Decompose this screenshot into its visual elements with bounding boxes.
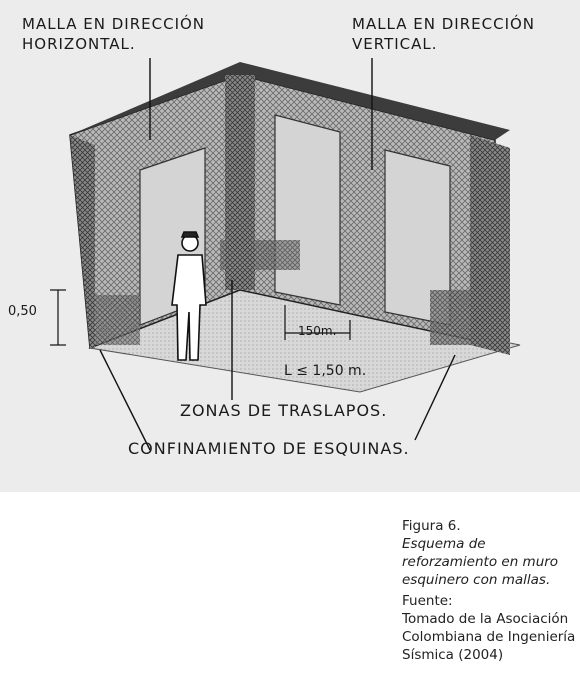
right-wall xyxy=(239,74,510,355)
height-dimension-label: 0,50 xyxy=(8,304,37,319)
max-length-label: L ≤ 1,50 m. xyxy=(284,363,367,379)
corner-confinement-patch xyxy=(430,290,470,345)
horizontal-mesh-label-line2: HORIZONTAL. xyxy=(22,35,136,53)
wall-reinforcement-diagram: MALLA EN DIRECCIÓN HORIZONTAL. MALLA EN … xyxy=(0,0,580,492)
wall-top-edge xyxy=(70,62,510,140)
corner-confinement-patch-left xyxy=(95,295,140,345)
overlap-zones-label: ZONAS DE TRASLAPOS. xyxy=(180,401,388,420)
horizontal-mesh-label-line1: MALLA EN DIRECCIÓN xyxy=(22,15,206,33)
vertical-mesh-label-line2: VERTICAL. xyxy=(352,35,438,53)
caption-source-label: Fuente: xyxy=(402,593,453,609)
corner-confinement-label: CONFINAMIENTO DE ESQUINAS. xyxy=(128,439,410,458)
caption-description: Esquema de reforzamiento en muro esquine… xyxy=(402,536,559,588)
caption-title: Figura 6. xyxy=(402,518,461,534)
dimension-lines xyxy=(50,289,351,346)
vertical-mesh-label-line1: MALLA EN DIRECCIÓN xyxy=(352,15,536,33)
diagram-drawing xyxy=(0,0,580,492)
right-wall-opening-1 xyxy=(274,114,341,306)
length-dimension-label: 150m. xyxy=(298,324,337,338)
figure-caption: Figura 6. Esquema de reforzamiento en mu… xyxy=(402,517,578,664)
caption-source: Tomado de la Asociación Colombiana de In… xyxy=(402,611,576,663)
leader-lines xyxy=(99,58,456,451)
overlap-zone-band xyxy=(220,240,300,270)
person-figure xyxy=(171,231,207,361)
